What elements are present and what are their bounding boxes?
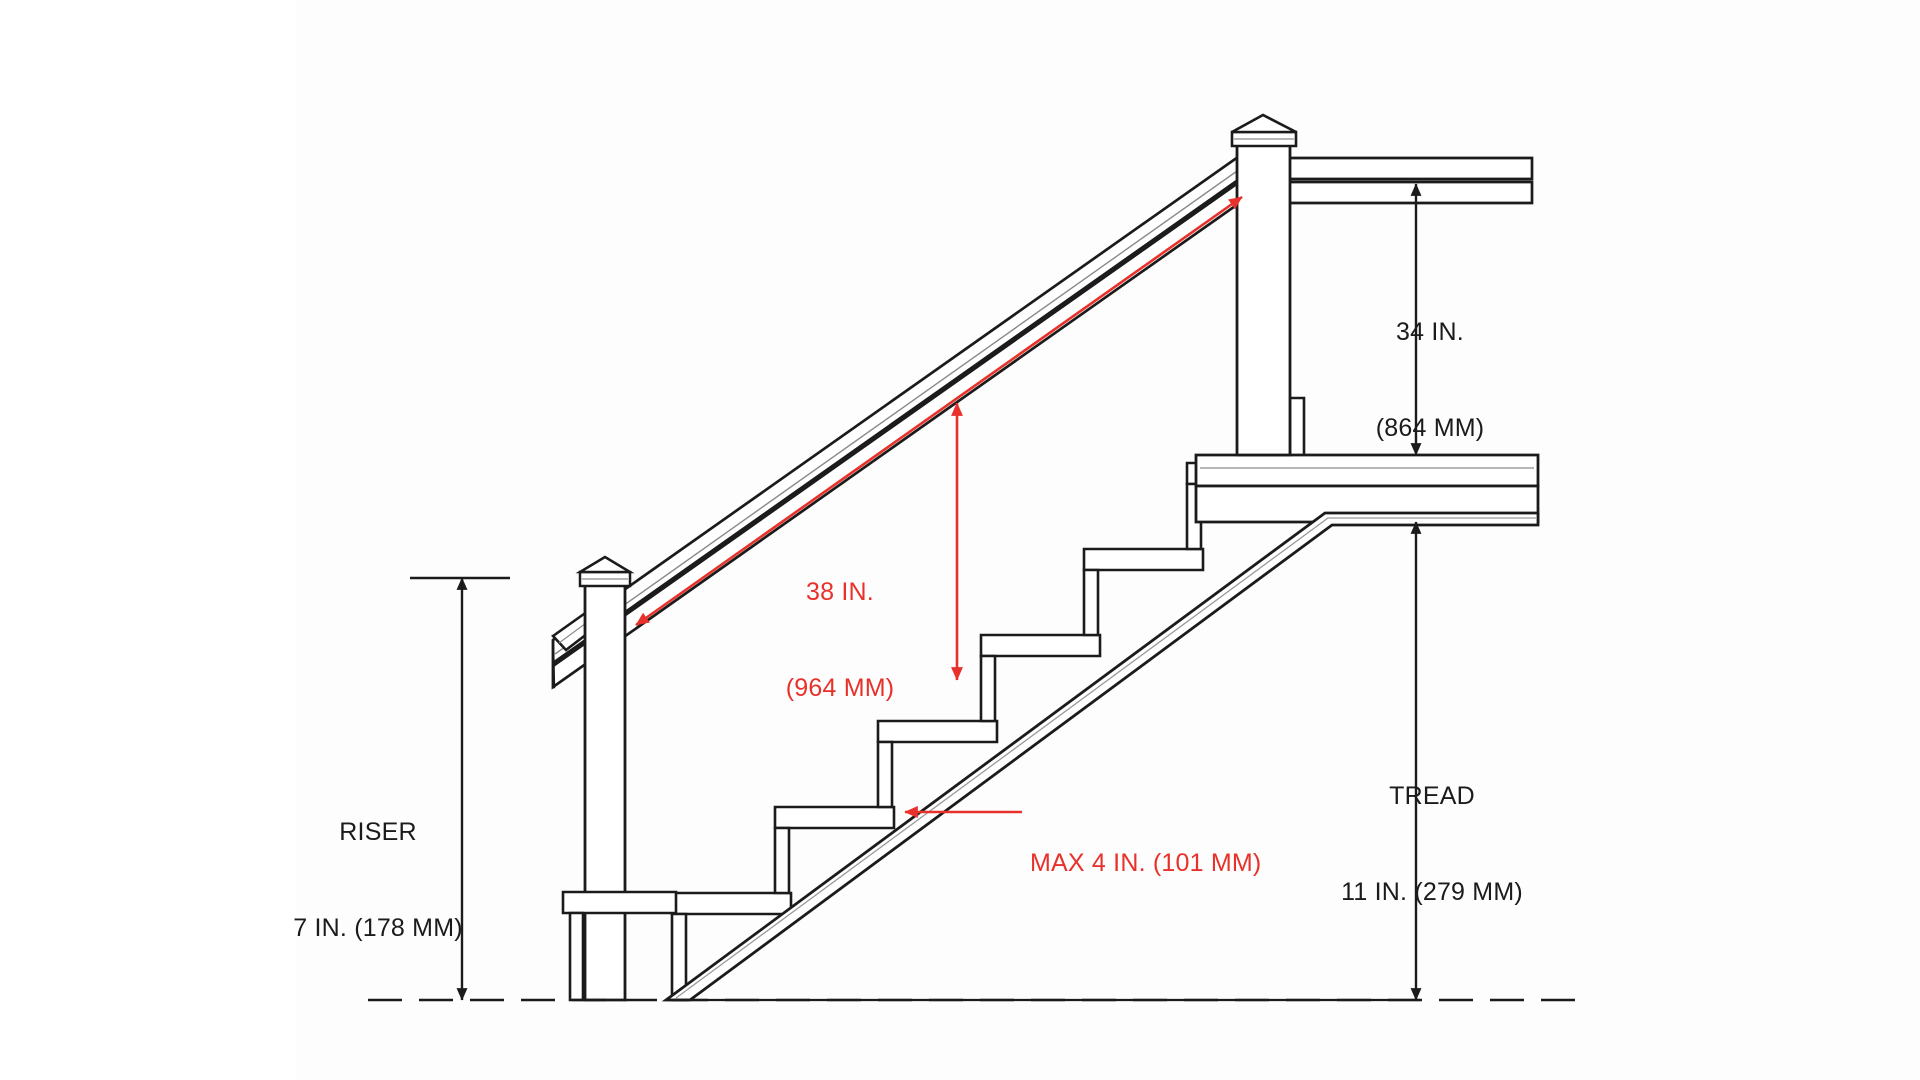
riser-3	[876, 740, 894, 809]
guardrail-top-rail	[1262, 156, 1534, 181]
riser-4	[979, 654, 997, 723]
riser-label-line2: 7 IN. (178 MM)	[293, 914, 463, 942]
handrail-slope-dimension-arrow	[635, 195, 1243, 627]
riser-label-line1: RISER	[339, 818, 417, 846]
stringer-inner-seam	[675, 517, 1536, 999]
footing-horizontal-board	[561, 890, 678, 915]
tread-2	[773, 805, 896, 830]
lower-post-group	[575, 555, 635, 1002]
lower-post-cap-bevel	[575, 555, 635, 574]
guard-height-label-line1: 34 IN.	[1396, 318, 1464, 346]
max-gap-label-line1: MAX 4 IN. (101 MM)	[1030, 849, 1262, 877]
upper-post-group	[1230, 113, 1298, 457]
tread-dimension-label: TREAD 11 IN. (279 MM)	[1222, 716, 1642, 972]
lower-post-body	[583, 583, 627, 1002]
riser-5	[1082, 568, 1100, 637]
riser-dimension-group	[410, 576, 510, 1001]
tread-3	[876, 719, 999, 744]
handrail-height-label-line1: 38 IN.	[806, 578, 874, 606]
guardrail-lower-rail	[1262, 180, 1534, 205]
handrail-height-dimension-label: 38 IN. (964 MM)	[700, 512, 980, 768]
max-gap-dimension-label: MAX 4 IN. (101 MM)	[1030, 783, 1330, 943]
tread-1	[670, 891, 793, 916]
upper-post-cap-bevel	[1231, 113, 1297, 134]
handrail-height-label-line2: (964 MM)	[785, 674, 895, 702]
tread-label-line1: TREAD	[1389, 782, 1475, 810]
guard-height-label-line2: (864 MM)	[1375, 414, 1485, 442]
deck-guardrail-group	[1262, 156, 1534, 205]
riser-2	[773, 826, 791, 895]
tread-4	[979, 633, 1102, 658]
guard-height-dimension-label: 34 IN. (864 MM)	[1240, 252, 1620, 508]
riser-dimension-label: RISER 7 IN. (178 MM)	[178, 752, 578, 1008]
tread-5	[1082, 547, 1205, 572]
handrail-lower-tail	[551, 639, 556, 689]
tread-label-line2: 11 IN. (279 MM)	[1341, 878, 1523, 906]
